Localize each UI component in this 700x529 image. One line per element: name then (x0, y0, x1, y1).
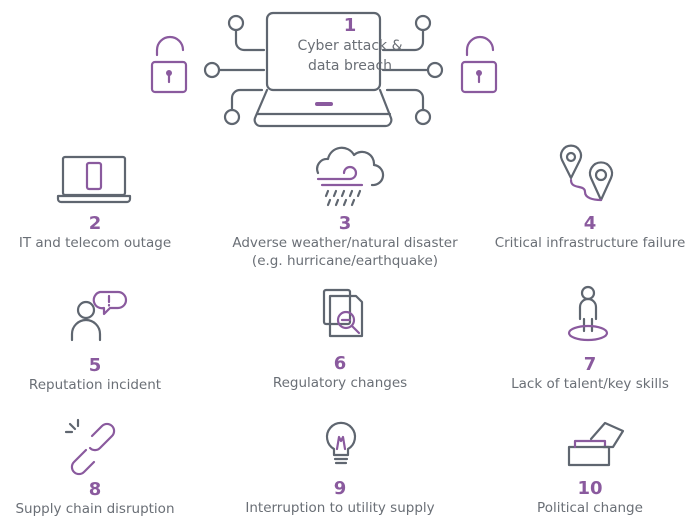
lightbulb-icon (325, 421, 357, 465)
risk-rank: 9 (333, 478, 347, 499)
risk-label: (e.g. hurricane/earthquake) (251, 253, 439, 269)
risk-rank: 8 (88, 479, 102, 500)
risk-label: Cyber attack & (297, 38, 403, 54)
risk-6: 6 Regulatory changes (220, 354, 460, 392)
risk-label: Adverse weather/natural disaster (232, 235, 458, 251)
risk-7: 7 Lack of talent/key skills (470, 355, 700, 393)
person-alert-icon (70, 290, 128, 342)
risk-label: Reputation incident (28, 377, 162, 393)
risk-rank: 7 (583, 354, 597, 375)
risk-label: Interruption to utility supply (245, 500, 435, 516)
padlock-left-icon (150, 35, 188, 94)
broken-chain-icon (64, 418, 116, 476)
risk-2: 2 IT and telecom outage (0, 214, 215, 252)
risk-rank: 4 (583, 213, 597, 234)
risk-label: Supply chain disruption (15, 501, 175, 517)
risk-label: Critical infrastructure failure (494, 235, 686, 251)
laptop-circuit-icon (150, 11, 498, 128)
risk-8: 8 Supply chain disruption (0, 480, 215, 518)
risk-5: 5 Reputation incident (0, 356, 215, 394)
risk-label: Political change (537, 500, 643, 516)
risk-label: Regulatory changes (272, 375, 408, 391)
padlock-right-icon (460, 35, 498, 94)
person-target-icon (567, 285, 609, 342)
risk-label: data breach (307, 58, 393, 74)
laptop-phone-icon (56, 155, 132, 204)
risk-rank: 3 (338, 213, 352, 234)
risk-3: 3 Adverse weather/natural disaster (e.g.… (225, 214, 465, 270)
risk-9: 9 Interruption to utility supply (220, 479, 460, 517)
risk-4: 4 Critical infrastructure failure (470, 214, 700, 252)
document-search-icon (322, 288, 364, 338)
risk-rank: 6 (333, 353, 347, 374)
risk-rank: 10 (577, 478, 603, 499)
ballot-box-icon (567, 421, 625, 467)
map-pins-icon (559, 144, 614, 202)
risk-label: Lack of talent/key skills (511, 376, 669, 392)
risk-label: IT and telecom outage (18, 235, 172, 251)
storm-cloud-icon (316, 146, 385, 207)
risk-1: 1 Cyber attack & data breach (262, 16, 438, 76)
risk-rank: 1 (343, 15, 357, 36)
risk-rank: 5 (88, 355, 102, 376)
risk-10: 10 Political change (470, 479, 700, 517)
risk-rank: 2 (88, 213, 102, 234)
